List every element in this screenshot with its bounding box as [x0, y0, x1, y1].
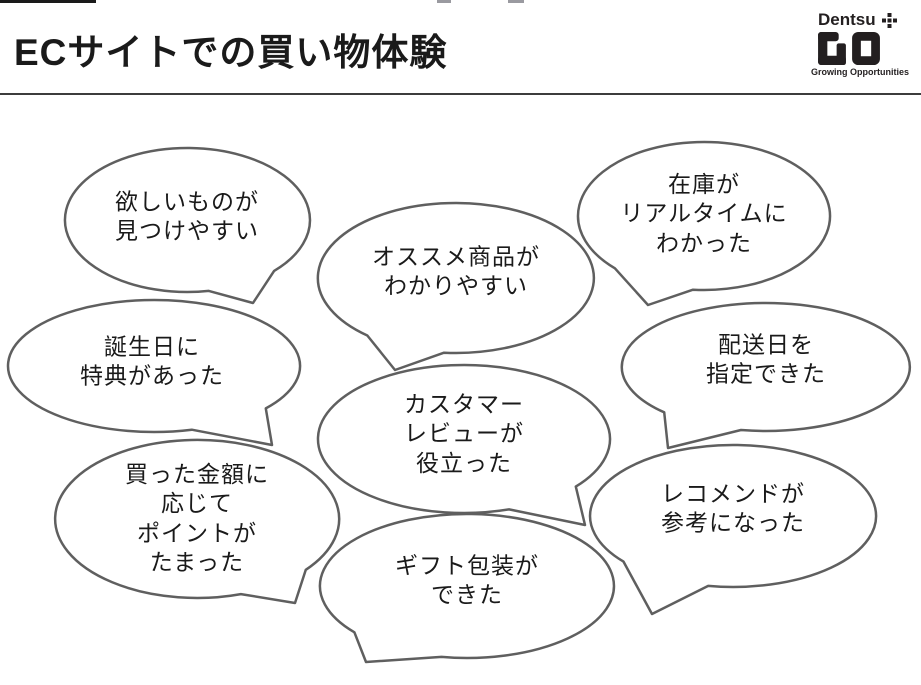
- logo-go-mark: [818, 32, 880, 65]
- speech-bubble-shape-8: [318, 512, 616, 664]
- speech-bubble-shape-9: [588, 443, 878, 616]
- speech-bubble-shape-5: [316, 363, 612, 527]
- speech-bubble-shape-1: [63, 146, 312, 305]
- plus-icon: [881, 12, 897, 28]
- speech-bubble-text: オススメ商品が わかりやすい: [372, 243, 540, 299]
- logo-tagline: Growing Opportunities: [811, 67, 909, 77]
- speech-bubble-text: カスタマー レビューが 役立った: [404, 390, 524, 476]
- speech-bubble-text: 配送日を 指定できた: [706, 331, 826, 387]
- speech-bubble-text: 買った金額に 応じて ポイントが たまった: [125, 461, 269, 576]
- top-edge-artifact: [508, 0, 524, 3]
- top-edge-artifact: [437, 0, 451, 3]
- speech-bubble-shape-2: [316, 201, 596, 372]
- page-title: ECサイトでの買い物体験: [14, 32, 448, 73]
- speech-bubble-shape-7: [53, 438, 341, 605]
- speech-bubble-text: ギフト包装が できた: [395, 552, 539, 608]
- speech-bubble-text: 在庫が リアルタイムに わかった: [620, 170, 788, 256]
- dentsu-go-logo: Dentsu Growing Opportunities: [811, 10, 911, 77]
- speech-bubble-shape-3: [576, 140, 832, 307]
- speech-bubble-shape-6: [620, 301, 912, 450]
- speech-bubble-shape-4: [6, 298, 302, 447]
- logo-company-name: Dentsu: [818, 10, 876, 29]
- speech-bubble-text: 欲しいものが 見つけやすい: [115, 188, 259, 244]
- top-edge-artifact: [0, 0, 96, 3]
- title-divider: [0, 93, 921, 95]
- speech-bubble-text: 誕生日に 特典があった: [80, 333, 224, 389]
- speech-bubble-text: レコメンドが 参考になった: [661, 480, 805, 536]
